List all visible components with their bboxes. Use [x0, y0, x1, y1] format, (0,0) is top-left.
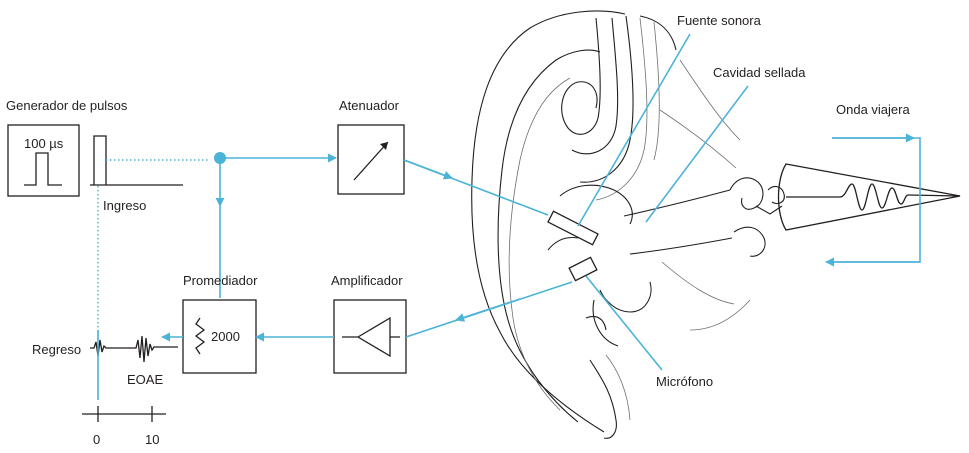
return-label: Regreso	[32, 342, 81, 357]
mic-to-amplifier-arrow	[456, 299, 520, 320]
microphone-box	[569, 257, 597, 280]
sound-source-leader	[578, 34, 690, 226]
sealed-cavity-leader	[646, 86, 748, 222]
microphone-label: Micrófono	[656, 374, 713, 389]
eoae-label: EOAE	[127, 372, 163, 387]
input-pulse	[94, 136, 106, 185]
attenuator-label: Atenuador	[339, 98, 400, 113]
attenuator-box	[338, 125, 404, 194]
traveling-wave-label: Onda viajera	[836, 102, 910, 117]
return-waveform	[90, 336, 178, 362]
averager-label: Promediador	[183, 273, 258, 288]
sound-source-box	[548, 211, 598, 244]
sound-source-label: Fuente sonora	[677, 13, 762, 28]
cochlea	[779, 164, 961, 230]
input-label: Ingreso	[103, 198, 146, 213]
time-tick-10: 10	[145, 432, 159, 447]
sealed-cavity-label: Cavidad sellada	[713, 65, 806, 80]
averager-count: 2000	[211, 329, 240, 344]
time-tick-0: 0	[93, 432, 100, 447]
attenuator-to-source-arrow	[404, 160, 452, 178]
pulse-generator-label: Generador de pulsos	[6, 98, 128, 113]
amplifier-label: Amplificador	[331, 273, 403, 288]
time-axis: 0 10	[82, 406, 166, 447]
traveling-wave-arrow	[826, 138, 920, 262]
pulse-width-label: 100 µs	[24, 136, 64, 151]
